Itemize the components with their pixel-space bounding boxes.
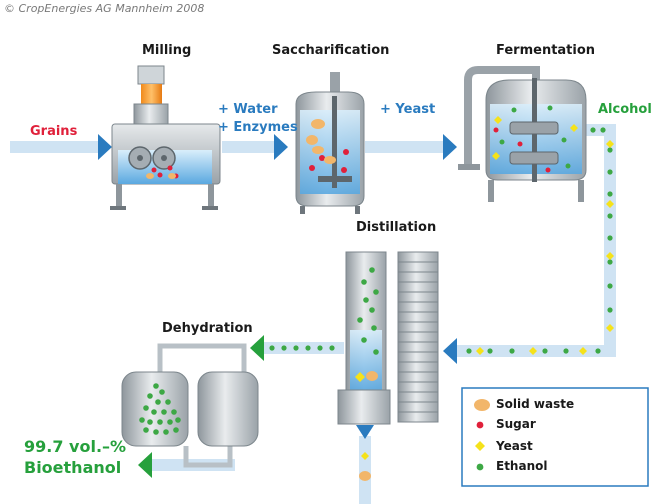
stage-title-dehydration: Dehydration xyxy=(162,321,253,336)
saccharification-tank xyxy=(295,72,365,214)
input-yeast-label: + Yeast xyxy=(380,102,436,117)
pipe-alcohol xyxy=(443,124,616,364)
sugar-icon xyxy=(476,421,484,429)
input-grains-label: Grains xyxy=(30,124,78,139)
pipe-to-dehydration xyxy=(250,335,344,361)
ethanol-icon xyxy=(476,463,484,471)
pipe-water-enzymes xyxy=(222,134,288,160)
legend-box xyxy=(461,387,649,487)
legend-label-sugar: Sugar xyxy=(496,417,536,431)
legend-label-solid-waste: Solid waste xyxy=(496,397,575,411)
pipe-yeast xyxy=(365,134,457,160)
pipe-grains xyxy=(10,134,112,160)
stage-title-milling: Milling xyxy=(142,43,192,58)
final-product-name: Bioethanol xyxy=(24,458,122,477)
dehydration-vessels xyxy=(121,343,259,468)
final-product-concentration: 99.7 vol.–% xyxy=(24,437,127,456)
copyright-notice: © CropEnergies AG Mannheim 2008 xyxy=(4,2,205,15)
stage-title-saccharification: Saccharification xyxy=(272,43,390,58)
pipe-waste-drain xyxy=(356,425,374,504)
input-water-label: + Water xyxy=(218,102,278,117)
input-enzymes-label: + Enzymes xyxy=(218,120,298,135)
output-alcohol-label: Alcohol xyxy=(598,102,652,117)
solid-waste-icon xyxy=(474,399,490,411)
legend-label-ethanol: Ethanol xyxy=(496,459,548,473)
stage-title-fermentation: Fermentation xyxy=(496,43,596,58)
legend-label-yeast: Yeast xyxy=(496,439,533,453)
distillation-columns xyxy=(337,251,439,425)
stage-title-distillation: Distillation xyxy=(356,220,437,235)
yeast-icon xyxy=(475,441,485,451)
fermentation-tank xyxy=(458,66,587,202)
milling-machine xyxy=(110,65,221,210)
